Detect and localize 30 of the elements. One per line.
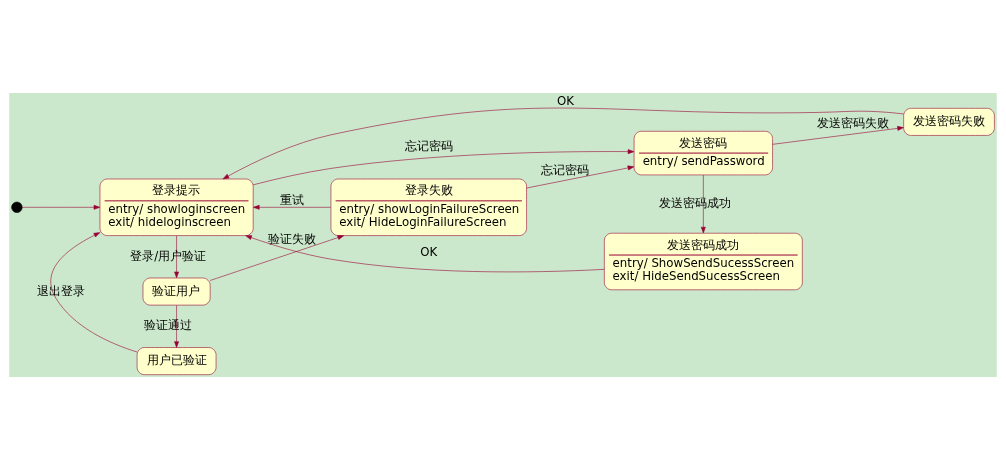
edge-label: 重试 xyxy=(280,192,305,207)
node-box: 发送密码失败 xyxy=(903,107,995,136)
edge-label: 忘记密码 xyxy=(541,162,590,177)
arrow xyxy=(50,231,138,352)
node-box: 验证用户 xyxy=(142,277,211,305)
edge-label: 发送密码失败 xyxy=(816,115,889,130)
node-circle xyxy=(11,201,23,213)
node-box: 发送密码 entry/ sendPassword xyxy=(633,130,773,175)
arrow xyxy=(245,234,605,272)
arrow xyxy=(700,174,706,233)
arrow xyxy=(252,148,635,185)
edge-label: OK xyxy=(556,93,574,108)
edge-label: 发送密码成功 xyxy=(659,195,732,210)
edge-label: 退出登录 xyxy=(37,283,86,298)
node-box: 用户已验证 xyxy=(136,346,217,375)
arrow xyxy=(222,107,904,179)
arrow xyxy=(209,234,344,281)
edge-label: OK xyxy=(420,244,438,259)
arrow xyxy=(174,234,179,278)
node-box: 登录失败 entry/ showLoginFailureScreen exit/ HideLoginFailureScreen xyxy=(330,178,527,236)
edge-label: 验证通过 xyxy=(144,317,193,332)
node-box: 发送密码成功 entry/ ShowSendSucessScreen exit/ HideSendSucessScreen xyxy=(604,232,803,290)
edge-label: 登录/用户验证 xyxy=(130,248,207,263)
arrow xyxy=(21,204,101,210)
node-box: 登录提示 entry/ showloginscreen exit/ hideloginscreen xyxy=(99,178,254,236)
arrow xyxy=(772,125,904,145)
edge-label: 忘记密码 xyxy=(404,138,453,153)
arrow xyxy=(253,204,332,210)
edge-label: 验证失败 xyxy=(268,231,317,246)
arrow xyxy=(526,165,635,188)
